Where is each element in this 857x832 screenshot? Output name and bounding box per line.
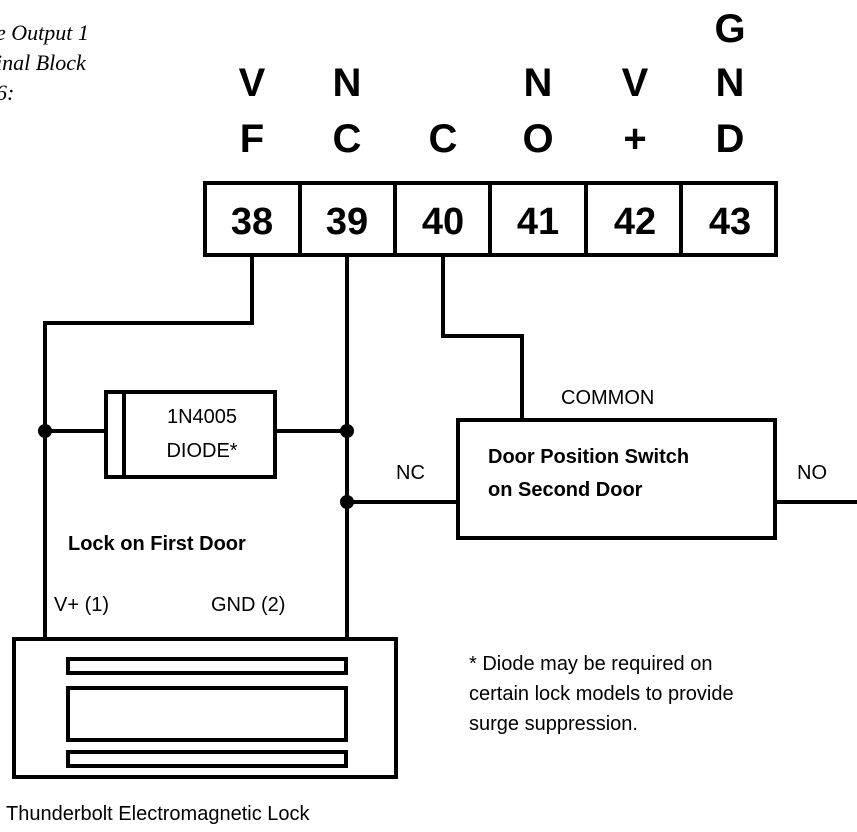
caption-line-1: e Output 1 (0, 20, 89, 45)
lock-plate-middle (66, 686, 348, 742)
lock-name: Thunderbolt Electromagnetic Lock (6, 803, 310, 825)
terminal-40-header-1: C (429, 117, 458, 161)
switch-common-label: COMMON (561, 387, 654, 409)
terminal-41-header-1: N (524, 61, 553, 105)
wire-vf (43, 255, 254, 639)
lock-vplus-label: V+ (1) (54, 594, 109, 616)
switch-body (456, 418, 777, 540)
wires (43, 255, 857, 639)
note-line-3: surge suppression. (469, 713, 638, 735)
junction-dot (340, 424, 354, 438)
junction-dot (340, 495, 354, 509)
terminal-42-header-1: V (622, 61, 649, 105)
terminal-38-header-2: F (240, 117, 264, 161)
wire-common (441, 255, 524, 420)
note-line-2: certain lock models to provide (469, 683, 734, 705)
switch-nc-label: NC (396, 462, 425, 484)
terminal-block: 38 39 40 41 42 43 (203, 181, 778, 257)
junctions (38, 424, 354, 509)
diode-label-2: DIODE* (166, 440, 237, 462)
switch-label-1: Door Position Switch (488, 446, 689, 468)
terminal-43-number: 43 (709, 201, 751, 243)
caption-line-3: 6: (0, 80, 14, 105)
diode-label-1: 1N4005 (167, 406, 237, 428)
note-line-1: * Diode may be required on (469, 653, 712, 675)
terminal-42-header-2: + (623, 117, 646, 161)
diode-body (104, 390, 277, 479)
caption: e Output 1 inal Block 6: (0, 20, 89, 105)
terminal-43-header-3: D (716, 117, 745, 161)
terminal-42-number: 42 (614, 201, 656, 243)
switch-label-2: on Second Door (488, 479, 643, 501)
terminal-38-header-1: V (239, 61, 266, 105)
junction-dot (38, 424, 52, 438)
terminal-39-number: 39 (326, 201, 368, 243)
caption-line-2: inal Block (0, 50, 87, 75)
terminal-38-number: 38 (231, 201, 273, 243)
lock-plate-top (66, 657, 348, 675)
lock-gnd-label: GND (2) (211, 594, 285, 616)
lock-labels: Lock on First Door V+ (1) GND (2) (54, 533, 285, 616)
terminal-43-header-2: N (716, 61, 745, 105)
electromagnetic-lock: Thunderbolt Electromagnetic Lock (6, 637, 398, 825)
terminal-40-number: 40 (422, 201, 464, 243)
lock-title: Lock on First Door (68, 533, 246, 555)
door-position-switch: COMMON Door Position Switch on Second Do… (396, 387, 827, 540)
terminal-41-header-2: O (522, 117, 553, 161)
terminal-39-header-2: C (333, 117, 362, 161)
terminal-41-number: 41 (517, 201, 559, 243)
lock-plate-bottom (66, 750, 348, 768)
diode-note: * Diode may be required on certain lock … (469, 653, 734, 735)
terminal-39-header-1: N (333, 61, 362, 105)
terminal-headers: V F N C C N O V + G N D (239, 7, 746, 161)
diode: 1N4005 DIODE* (104, 390, 277, 479)
terminal-43-header-1: G (714, 7, 745, 51)
switch-no-label: NO (797, 462, 827, 484)
